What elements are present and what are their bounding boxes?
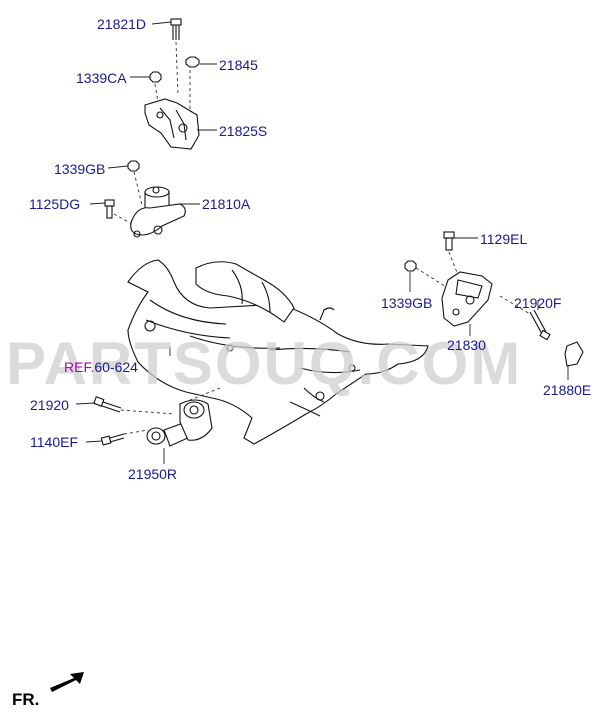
cover-21880E[interactable]	[564, 341, 584, 367]
label-21825S[interactable]: 21825S	[219, 123, 268, 139]
label-21845[interactable]: 21845	[219, 57, 258, 73]
label-1339GB-lower[interactable]: 1339GB	[381, 295, 433, 311]
label-21920F[interactable]: 21920F	[514, 295, 562, 311]
bolt-1140EF[interactable]	[100, 433, 125, 446]
bracket-21825S[interactable]	[144, 98, 200, 150]
front-arrow-icon	[50, 672, 84, 692]
reference-prefix: REF.	[64, 359, 95, 375]
label-21810A[interactable]: 21810A	[202, 196, 251, 212]
label-1140EF[interactable]: 1140EF	[30, 434, 78, 450]
bolt-21821D[interactable]	[170, 18, 182, 40]
label-21830[interactable]: 21830	[447, 337, 486, 353]
reference-number: 60-624	[94, 359, 138, 375]
direction-label: FR.	[12, 690, 40, 709]
subframe	[127, 259, 429, 445]
bracket-21830[interactable]	[441, 271, 493, 327]
rod-21950R[interactable]	[146, 399, 213, 447]
watermark: PARTSOUQ.COM	[6, 330, 523, 397]
label-1339CA[interactable]: 1339CA	[76, 70, 127, 86]
nut-21845[interactable]	[185, 56, 200, 68]
label-21920[interactable]: 21920	[30, 397, 69, 413]
label-21821D[interactable]: 21821D	[97, 16, 147, 32]
bolt-1129EL[interactable]	[443, 231, 455, 251]
nut-1339GB-lower[interactable]	[404, 260, 417, 272]
label-21950R[interactable]: 21950R	[128, 466, 178, 482]
nut-1339GB-upper[interactable]	[127, 160, 140, 172]
nut-1339CA[interactable]	[149, 71, 162, 83]
bolt-21920[interactable]	[93, 396, 122, 413]
bolt-1125DG[interactable]	[104, 199, 115, 219]
bolt-21920F[interactable]	[529, 309, 551, 341]
label-21880E[interactable]: 21880E	[543, 382, 592, 398]
label-1125DG[interactable]: 1125DG	[29, 196, 81, 212]
reference-link[interactable]: REF.60-624	[64, 359, 138, 375]
mount-21810A[interactable]	[130, 186, 186, 238]
label-1339GB-upper[interactable]: 1339GB	[54, 161, 106, 177]
label-1129EL[interactable]: 1129EL	[480, 231, 528, 247]
